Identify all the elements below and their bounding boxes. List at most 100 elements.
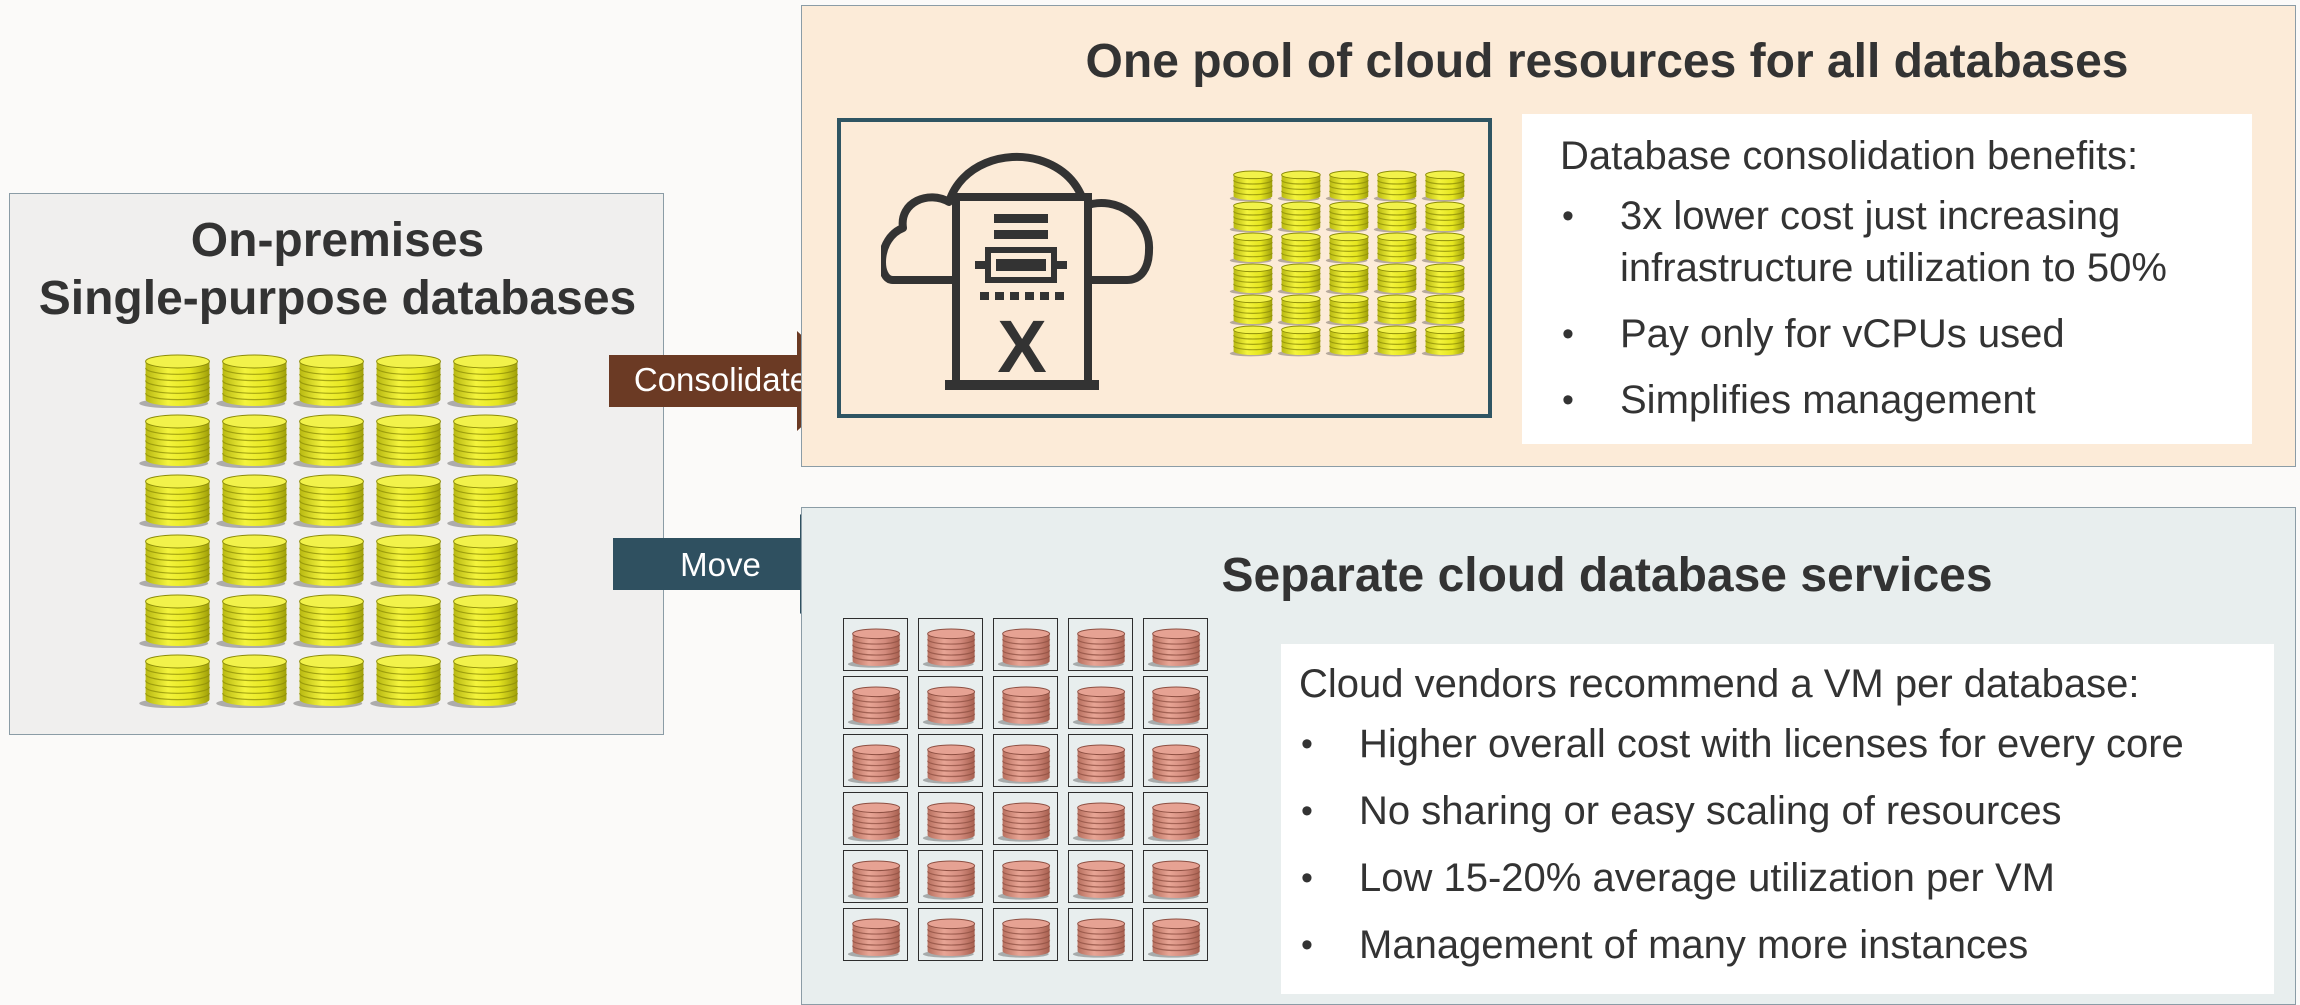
yellow-database-stack-icon: [216, 354, 288, 408]
red-database-in-vm-icon: [922, 744, 976, 784]
vm-box: [1143, 618, 1208, 671]
vm-box: [918, 734, 983, 787]
consolidate-label: Consolidate: [633, 361, 809, 398]
yellow-database-stack-icon: [293, 474, 365, 528]
small-yellow-database-stack-icon: [1421, 325, 1465, 357]
small-yellow-database-stack-icon: [1325, 263, 1369, 295]
red-database-in-vm-icon: [847, 686, 901, 726]
small-yellow-database-stack-icon: [1421, 294, 1465, 326]
vm-box: [843, 676, 908, 729]
vm-box: [1068, 734, 1133, 787]
small-yellow-database-stack-icon: [1229, 170, 1273, 202]
yellow-database-stack-icon: [447, 474, 519, 528]
benefit-text-cont: infrastructure utilization to 50%: [1620, 246, 2167, 290]
vm-box: [1143, 850, 1208, 903]
cloud-pool-title: One pool of cloud resources for all data…: [1085, 35, 2129, 88]
red-database-in-vm-icon: [1072, 802, 1126, 842]
onprem-title-line1: On-premises: [190, 214, 485, 267]
vm-box: [993, 908, 1058, 961]
red-database-in-vm-icon: [1072, 686, 1126, 726]
yellow-database-stack-icon: [370, 654, 442, 708]
move-label: Move: [680, 546, 761, 583]
yellow-database-stack-icon: [293, 534, 365, 588]
red-database-in-vm-icon: [847, 744, 901, 784]
red-database-in-vm-icon: [997, 628, 1051, 668]
small-yellow-database-stack-icon: [1277, 294, 1321, 326]
small-yellow-database-stack-icon: [1421, 201, 1465, 233]
yellow-database-stack-icon: [293, 654, 365, 708]
vm-box: [918, 850, 983, 903]
vm-box: [1068, 850, 1133, 903]
vm-box: [993, 850, 1058, 903]
vm-box: [1143, 676, 1208, 729]
cloud-exadata-server-icon: X: [881, 153, 1154, 390]
red-database-in-vm-icon: [1147, 744, 1201, 784]
vm-box: [1143, 908, 1208, 961]
vm-box: [1068, 792, 1133, 845]
yellow-database-stack-icon: [370, 474, 442, 528]
vendor-point: Management of many more instances: [1299, 919, 2274, 971]
small-yellow-database-stack-icon: [1229, 294, 1273, 326]
red-database-in-vm-icon: [1072, 744, 1126, 784]
onprem-title-line2: Single-purpose databases: [38, 272, 637, 325]
vendor-recommendation-box: Cloud vendors recommend a VM per databas…: [1281, 644, 2274, 994]
vm-box: [993, 792, 1058, 845]
yellow-database-stack-icon: [293, 594, 365, 648]
red-database-in-vm-icon: [997, 918, 1051, 958]
red-database-in-vm-icon: [847, 918, 901, 958]
small-yellow-database-stack-icon: [1421, 263, 1465, 295]
yellow-database-stack-icon: [139, 414, 211, 468]
red-database-in-vm-icon: [922, 802, 976, 842]
red-database-in-vm-icon: [1072, 860, 1126, 900]
red-database-in-vm-icon: [847, 860, 901, 900]
move-arrow: [613, 514, 854, 614]
small-yellow-database-stack-icon: [1373, 294, 1417, 326]
vm-box: [918, 792, 983, 845]
red-database-in-vm-icon: [997, 686, 1051, 726]
red-database-in-vm-icon: [847, 802, 901, 842]
svg-text:X: X: [997, 305, 1046, 388]
vm-box: [993, 676, 1058, 729]
yellow-database-stack-icon: [216, 594, 288, 648]
vm-box: [1143, 792, 1208, 845]
vendor-point: Higher overall cost with licenses for ev…: [1299, 718, 2274, 770]
yellow-database-stack-icon: [139, 354, 211, 408]
small-yellow-database-stack-icon: [1421, 170, 1465, 202]
red-database-in-vm-icon: [922, 628, 976, 668]
small-yellow-database-stack-icon: [1277, 232, 1321, 264]
separate-services-title: Separate cloud database services: [1221, 549, 1993, 602]
yellow-database-stack-icon: [216, 534, 288, 588]
separate-services-panel: Separate cloud database services Cloud v…: [801, 507, 2296, 1005]
vm-box: [993, 618, 1058, 671]
red-database-in-vm-icon: [922, 918, 976, 958]
vm-box: [918, 676, 983, 729]
vm-box: [1143, 734, 1208, 787]
red-database-in-vm-icon: [1072, 628, 1126, 668]
vm-box: [1068, 618, 1133, 671]
small-yellow-database-stack-icon: [1229, 325, 1273, 357]
benefit-item: 3x lower cost just increasing infrastruc…: [1560, 190, 2252, 294]
vm-box: [843, 792, 908, 845]
yellow-database-stack-icon: [447, 654, 519, 708]
yellow-database-stack-icon: [139, 654, 211, 708]
small-yellow-database-stack-icon: [1421, 232, 1465, 264]
red-database-in-vm-icon: [1147, 628, 1201, 668]
benefit-item: Simplifies management: [1560, 374, 2252, 426]
yellow-database-stack-icon: [370, 354, 442, 408]
vendor-heading: Cloud vendors recommend a VM per databas…: [1299, 662, 2140, 706]
small-yellow-database-stack-icon: [1229, 232, 1273, 264]
consolidate-arrow: [609, 331, 851, 431]
vm-box: [843, 908, 908, 961]
small-yellow-database-stack-icon: [1373, 325, 1417, 357]
benefits-heading: Database consolidation benefits:: [1560, 134, 2139, 178]
small-yellow-database-stack-icon: [1373, 263, 1417, 295]
red-database-in-vm-icon: [1147, 686, 1201, 726]
vm-box: [918, 908, 983, 961]
small-yellow-database-stack-icon: [1277, 201, 1321, 233]
benefits-list: 3x lower cost just increasing infrastruc…: [1560, 190, 2252, 426]
red-database-in-vm-icon: [922, 860, 976, 900]
yellow-database-stack-icon: [370, 414, 442, 468]
benefit-text: Pay only for vCPUs used: [1620, 312, 2065, 356]
small-yellow-database-stack-icon: [1325, 294, 1369, 326]
small-yellow-database-stack-icon: [1325, 170, 1369, 202]
